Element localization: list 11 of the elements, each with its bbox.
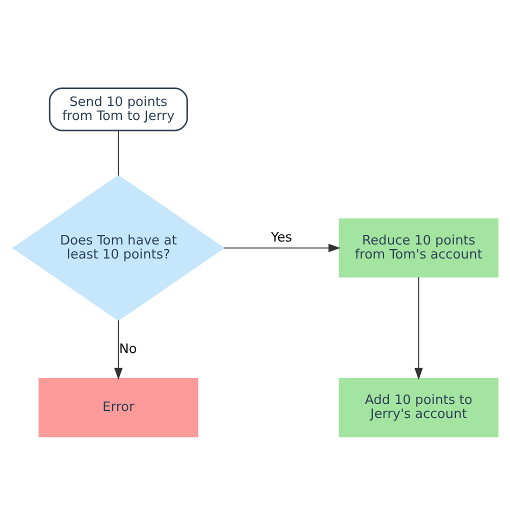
edge-label: Yes [270, 230, 292, 246]
node-box: Reduce 10 points from Tom's account [338, 218, 498, 278]
edge-label: No [118, 342, 136, 357]
arrow [114, 320, 122, 380]
node-box: Send 10 points from Tom to Jerry [48, 88, 188, 132]
node-box: Add 10 points to Jerry's account [338, 378, 498, 438]
arrow [223, 244, 340, 252]
arrow [414, 277, 422, 380]
node-diamond: Does Tom have at least 10 points? [12, 175, 224, 321]
node-box: Error [38, 378, 198, 438]
connector [117, 130, 118, 176]
